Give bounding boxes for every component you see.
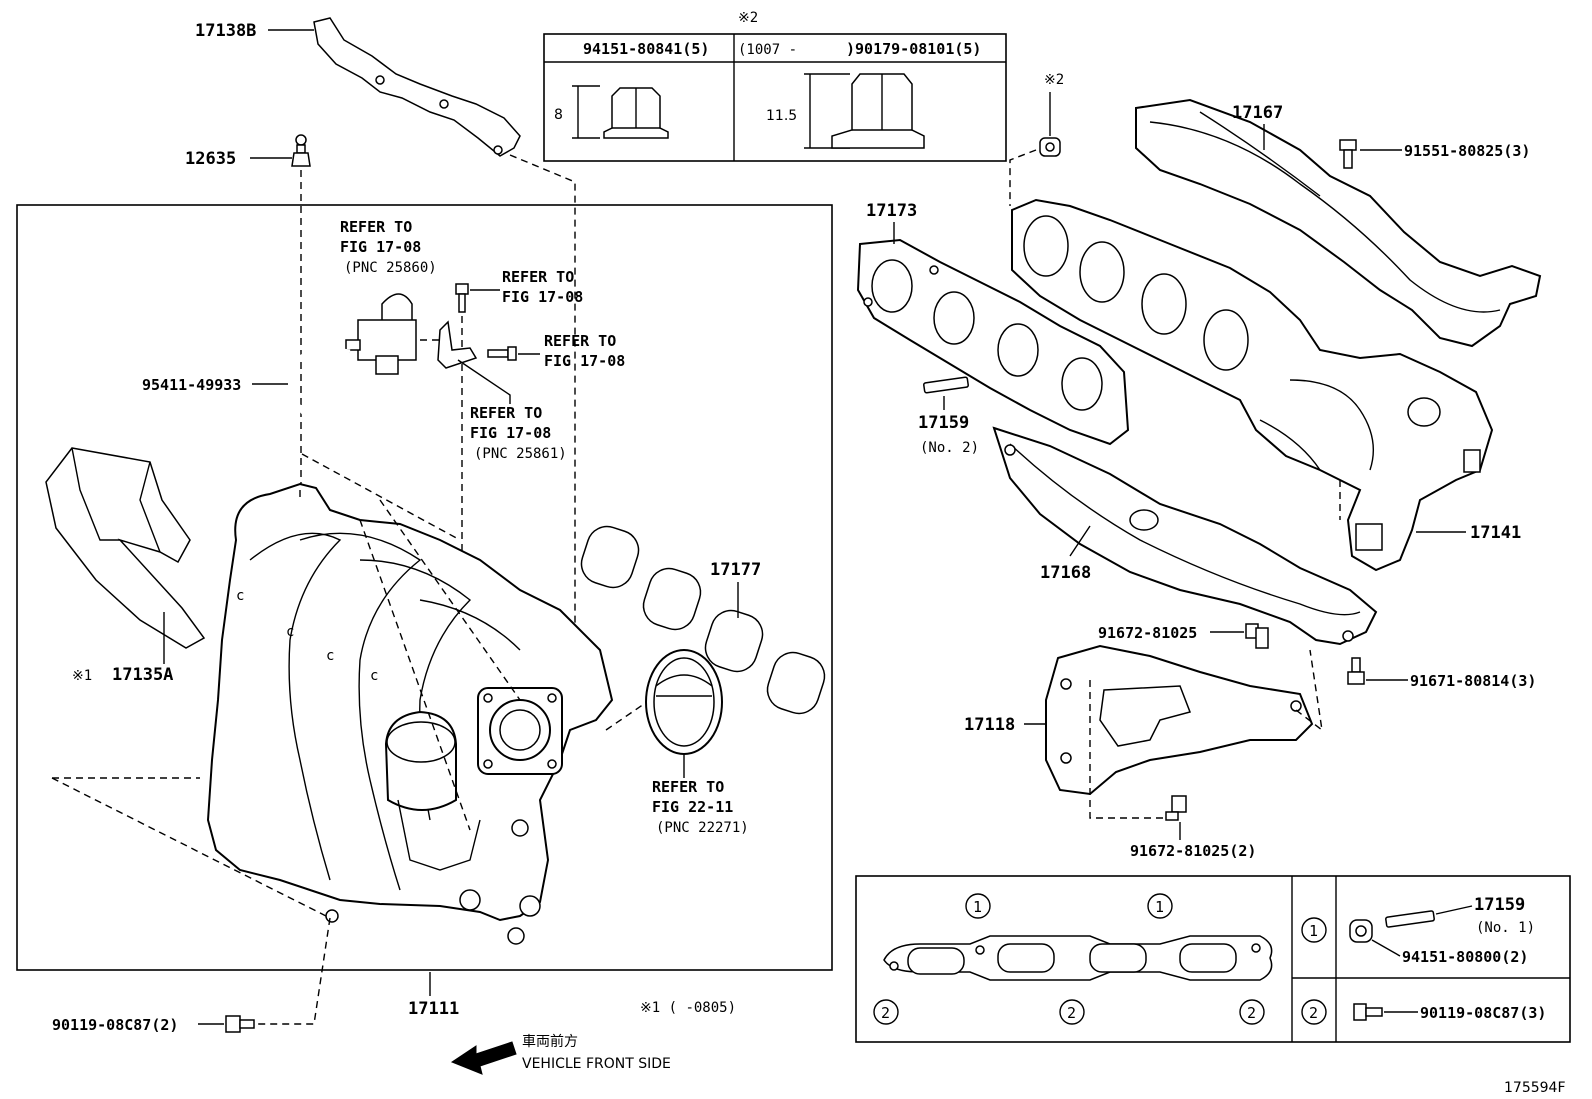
row1-circle: 1 (1309, 922, 1318, 940)
exhaust-manifold-17141 (1011, 198, 1494, 572)
row2-bolt: 90119-08C87(3) (1420, 1004, 1546, 1022)
circle1-right: 1 (1155, 898, 1164, 916)
row1-part: 17159 (1474, 895, 1525, 915)
bolt-91672-2-icon (1165, 795, 1187, 821)
refer1-line3: (PNC 25860) (344, 260, 437, 276)
label-17177: 17177 (710, 560, 761, 580)
circle2-left: 2 (881, 1004, 890, 1022)
circle2-right: 2 (1247, 1004, 1256, 1022)
svg-text:c: c (370, 668, 378, 684)
bolt-90119-row2-icon (1353, 1003, 1383, 1021)
label-90119-left: 90119-08C87(2) (52, 1016, 178, 1034)
nut-table-mark: ※2 (738, 10, 758, 26)
label-91672-81025: 91672-81025 (1098, 624, 1197, 642)
drawing-number: 175594F (1504, 1080, 1566, 1096)
gasket-table: 1 1 2 2 2 1 2 17159 (No. 1) 94151-80800(… (855, 875, 1571, 1043)
svg-text:c: c (286, 624, 294, 640)
label-91671-80814: 91671-80814(3) (1410, 672, 1536, 690)
bracket-17118 (1045, 644, 1314, 796)
refer2-line2: FIG 17-08 (502, 288, 583, 306)
nut-col2-header-prefix: (1007 - (738, 42, 797, 58)
heat-insulator-17167 (1135, 98, 1542, 348)
vsv-valve-icon (345, 293, 417, 375)
heat-insulator-17168 (992, 426, 1378, 646)
insulator-17135A (45, 447, 206, 649)
stud-12635-icon (291, 134, 311, 167)
refer2-line1: REFER TO (502, 268, 574, 286)
gasket-17173 (856, 238, 1130, 446)
label-91672-81025-2: 91672-81025(2) (1130, 842, 1256, 860)
direction-japanese: 車両前方 (522, 1033, 578, 1050)
intake-manifold-17111: c c c c (206, 482, 614, 945)
refer1-line1: REFER TO (340, 218, 412, 236)
nut-8mm-icon (572, 85, 669, 139)
label-17111: 17111 (408, 999, 459, 1019)
refer4-line3: (PNC 25861) (474, 446, 567, 462)
bolt-90119-icon (225, 1015, 255, 1033)
circle1-left: 1 (973, 898, 982, 916)
nut-11-5mm-icon (804, 73, 925, 149)
stud-17159-no1-icon (1385, 910, 1435, 928)
label-12635: 12635 (185, 149, 236, 169)
intake-manifold-group-box (16, 204, 833, 971)
svg-text:c: c (236, 588, 244, 604)
label-17159-top: 17159 (918, 413, 969, 433)
refer4-line2: FIG 17-08 (470, 424, 551, 442)
refer5-line1: REFER TO (652, 778, 724, 796)
direction-english: VEHICLE FRONT SIDE (522, 1056, 671, 1072)
bolt-fig1708-icon (455, 283, 469, 313)
gasket-17177 (580, 525, 826, 715)
bolt-91672-icon (1245, 623, 1269, 649)
row1-sub: (No. 1) (1476, 920, 1535, 936)
label-17118: 17118 (964, 715, 1015, 735)
bolt-fig1708b-icon (487, 346, 517, 361)
label-17141: 17141 (1470, 523, 1521, 543)
nut-spec-table: ※2 94151-80841(5) (1007 - )90179-08101(5… (543, 10, 1007, 162)
row2-circle: 2 (1309, 1004, 1318, 1022)
row1-nut: 94151-80800(2) (1402, 948, 1528, 966)
bracket-17138B (313, 17, 521, 157)
label-91551-80825: 91551-80825(3) (1404, 142, 1530, 160)
label-17138B: 17138B (195, 21, 256, 41)
nut-col1-dim: 8 (554, 107, 563, 123)
refer1-line2: FIG 17-08 (340, 238, 421, 256)
label-17168: 17168 (1040, 563, 1091, 583)
bolt-91551-icon (1339, 139, 1357, 169)
nut-94151-icon (1349, 919, 1373, 943)
svg-text:c: c (326, 648, 334, 664)
label-17173: 17173 (866, 201, 917, 221)
label-17135A: 17135A (112, 665, 173, 685)
label-17159-top-sub: (No. 2) (920, 440, 979, 456)
vehicle-front-arrow-icon (450, 1041, 517, 1075)
nut-col1-header: 94151-80841(5) (583, 40, 709, 58)
label-17167: 17167 (1232, 103, 1283, 123)
refer3-line2: FIG 17-08 (544, 352, 625, 370)
throttle-gasket-icon (645, 649, 723, 755)
circle2-mid: 2 (1067, 1004, 1076, 1022)
nut-col2-dim: 11.5 (766, 108, 797, 124)
refer3-line1: REFER TO (544, 332, 616, 350)
footnote-star1: ※1 ( -0805) (640, 1000, 736, 1016)
bolt-91671-icon (1347, 657, 1365, 685)
refer5-line3: (PNC 22271) (656, 820, 749, 836)
stud-17159-no2-icon (923, 376, 969, 394)
label-star2-nut: ※2 (1044, 72, 1064, 88)
nut-star2-icon (1039, 137, 1061, 157)
refer4-line1: REFER TO (470, 404, 542, 422)
refer5-line2: FIG 22-11 (652, 798, 733, 816)
label-star1: ※1 (72, 668, 92, 684)
vsv-bracket-icon (437, 320, 478, 369)
gasket-no1-icon (883, 935, 1273, 981)
label-95411-49933: 95411-49933 (142, 376, 241, 394)
nut-col2-header-part: )90179-08101(5) (846, 40, 981, 58)
